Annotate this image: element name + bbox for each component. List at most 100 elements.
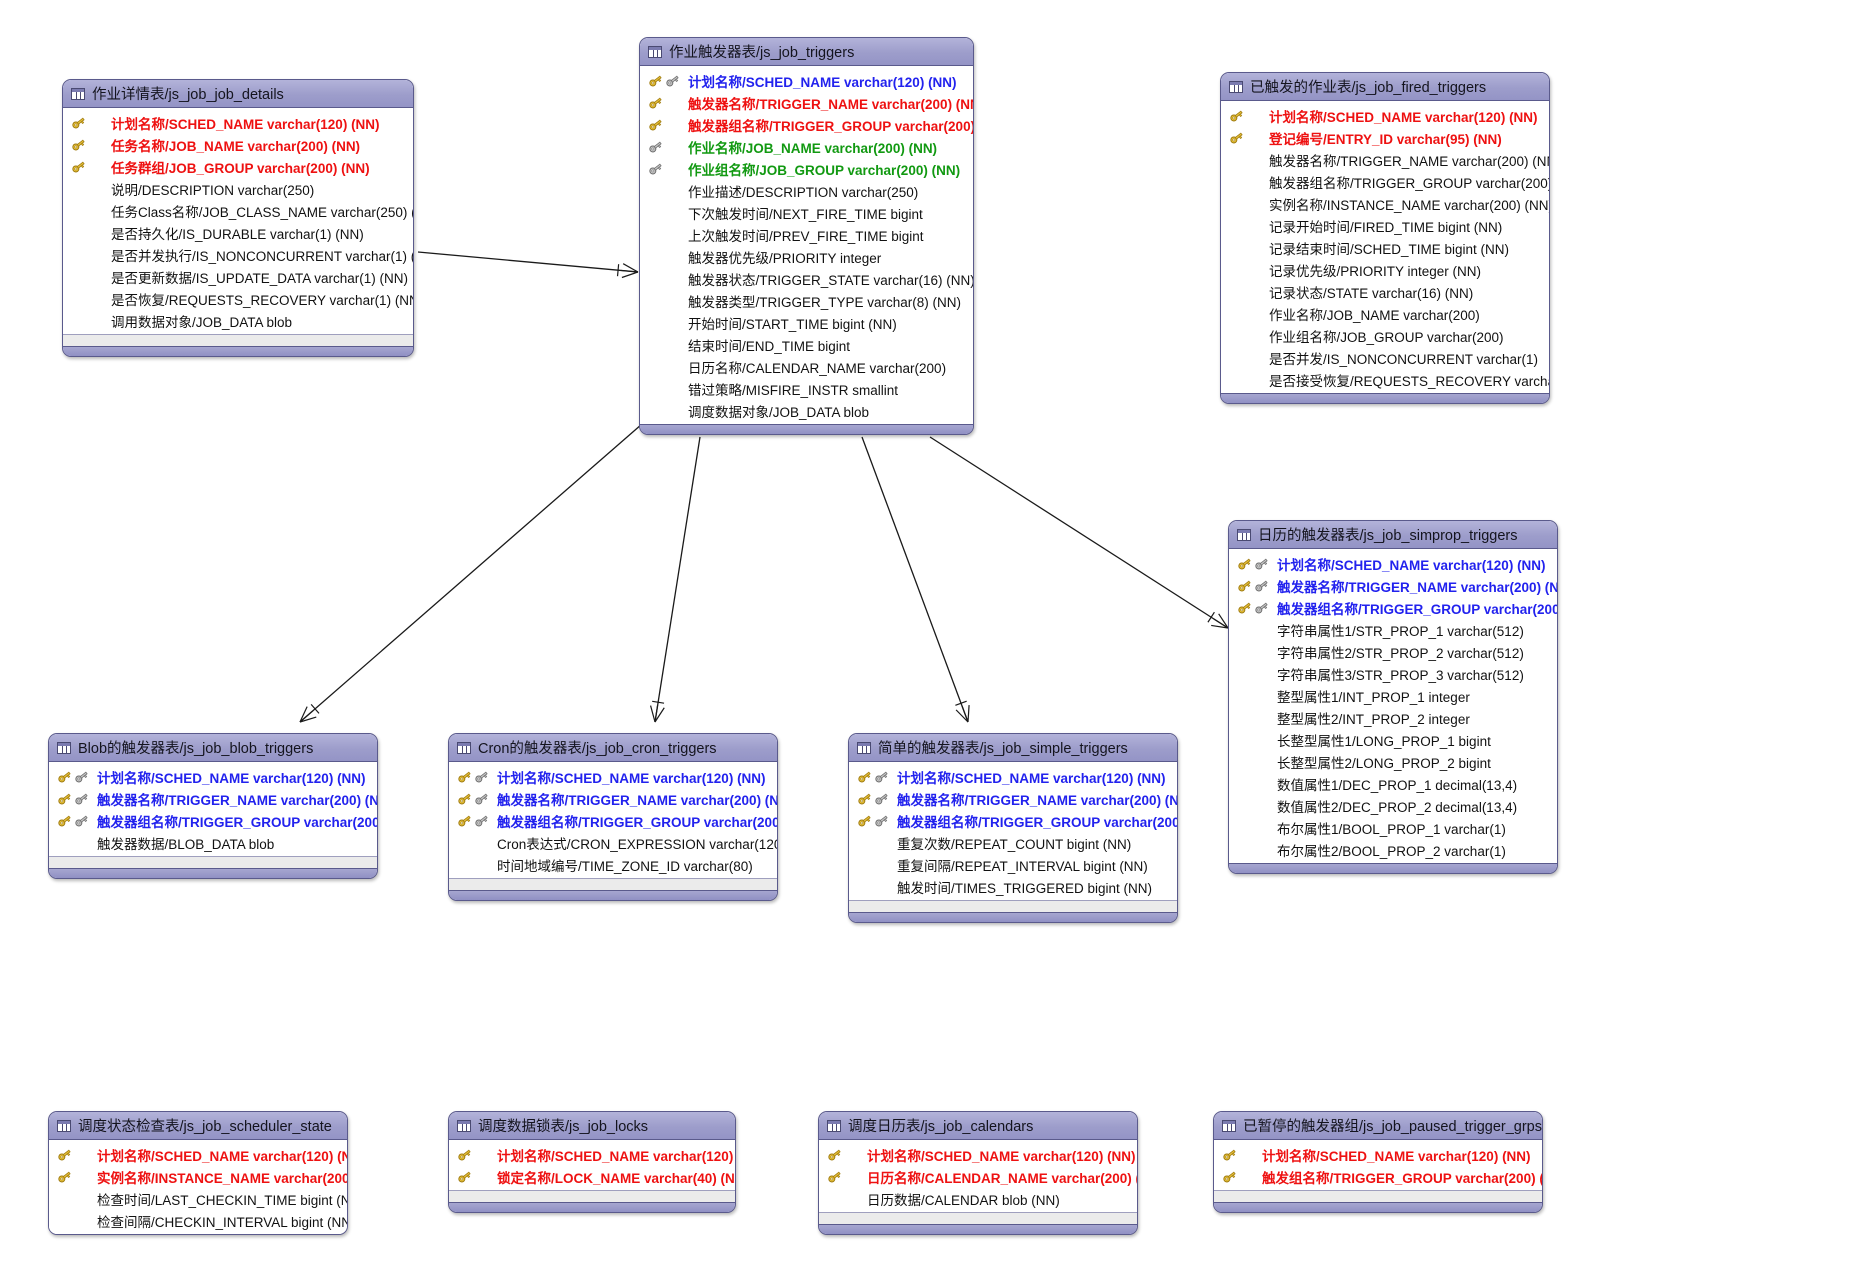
field-row[interactable]: 是否持久化/IS_DURABLE varchar(1) (NN) <box>63 222 413 244</box>
field-row[interactable]: 数值属性2/DEC_PROP_2 decimal(13,4) <box>1229 795 1557 817</box>
field-row[interactable]: 是否恢复/REQUESTS_RECOVERY varchar(1) (NN) <box>63 288 413 310</box>
entity-resize-bar[interactable] <box>1214 1202 1542 1212</box>
field-row[interactable]: 触发器组名称/TRIGGER_GROUP varchar(200) (NN) <box>449 810 777 832</box>
field-row[interactable]: 触发器名称/TRIGGER_NAME varchar(200) (NN) <box>1221 149 1549 171</box>
field-row[interactable]: 是否更新数据/IS_UPDATE_DATA varchar(1) (NN) <box>63 266 413 288</box>
entity-header-calendars[interactable]: 调度日历表/js_job_calendars <box>819 1112 1137 1140</box>
field-row[interactable]: 作业名称/JOB_NAME varchar(200) <box>1221 303 1549 325</box>
field-row[interactable]: 触发器名称/TRIGGER_NAME varchar(200) (NN) <box>49 788 377 810</box>
field-row[interactable]: 作业描述/DESCRIPTION varchar(250) <box>640 180 973 202</box>
field-row[interactable]: 记录开始时间/FIRED_TIME bigint (NN) <box>1221 215 1549 237</box>
entity-simprop_triggers[interactable]: 日历的触发器表/js_job_simprop_triggers 计划名称/SCHE… <box>1228 520 1558 874</box>
entity-resize-bar[interactable] <box>449 890 777 900</box>
entity-scheduler_state[interactable]: 调度状态检查表/js_job_scheduler_state 计划名称/SCHED… <box>48 1111 348 1235</box>
field-row[interactable]: 触发器名称/TRIGGER_NAME varchar(200) (NN) <box>449 788 777 810</box>
entity-header-simprop_triggers[interactable]: 日历的触发器表/js_job_simprop_triggers <box>1229 521 1557 549</box>
field-row[interactable]: 触发组名称/TRIGGER_GROUP varchar(200) (NN) <box>1214 1166 1542 1188</box>
field-row[interactable]: 触发器名称/TRIGGER_NAME varchar(200) (NN) <box>1229 575 1557 597</box>
field-row[interactable]: 触发器状态/TRIGGER_STATE varchar(16) (NN) <box>640 268 973 290</box>
entity-header-triggers[interactable]: 作业触发器表/js_job_triggers <box>640 38 973 66</box>
entity-cron_triggers[interactable]: Cron的触发器表/js_job_cron_triggers 计划名称/SCHED… <box>448 733 778 901</box>
field-row[interactable]: 检查间隔/CHECKIN_INTERVAL bigint (NN) <box>49 1210 347 1232</box>
field-row[interactable]: 长整型属性2/LONG_PROP_2 bigint <box>1229 751 1557 773</box>
entity-job_details[interactable]: 作业详情表/js_job_job_details 计划名称/SCHED_NAME … <box>62 79 414 357</box>
field-row[interactable]: 下次触发时间/NEXT_FIRE_TIME bigint <box>640 202 973 224</box>
entity-resize-bar[interactable] <box>640 424 973 434</box>
entity-paused_trigger_grps[interactable]: 已暂停的触发器组/js_job_paused_trigger_grps 计划名称/… <box>1213 1111 1543 1213</box>
field-row[interactable]: 记录优先级/PRIORITY integer (NN) <box>1221 259 1549 281</box>
field-row[interactable]: 布尔属性2/BOOL_PROP_2 varchar(1) <box>1229 839 1557 861</box>
entity-header-scheduler_state[interactable]: 调度状态检查表/js_job_scheduler_state <box>49 1112 347 1140</box>
field-row[interactable]: 字符串属性1/STR_PROP_1 varchar(512) <box>1229 619 1557 641</box>
field-row[interactable]: 任务Class名称/JOB_CLASS_NAME varchar(250) (N… <box>63 200 413 222</box>
field-row[interactable]: 记录结束时间/SCHED_TIME bigint (NN) <box>1221 237 1549 259</box>
entity-header-cron_triggers[interactable]: Cron的触发器表/js_job_cron_triggers <box>449 734 777 762</box>
field-row[interactable]: 长整型属性1/LONG_PROP_1 bigint <box>1229 729 1557 751</box>
field-row[interactable]: 数值属性1/DEC_PROP_1 decimal(13,4) <box>1229 773 1557 795</box>
field-row[interactable]: 计划名称/SCHED_NAME varchar(120) (NN) <box>1221 105 1549 127</box>
field-row[interactable]: 触发器数据/BLOB_DATA blob <box>49 832 377 854</box>
entity-header-paused_trigger_grps[interactable]: 已暂停的触发器组/js_job_paused_trigger_grps <box>1214 1112 1542 1140</box>
entity-header-fired_triggers[interactable]: 已触发的作业表/js_job_fired_triggers <box>1221 73 1549 101</box>
field-row[interactable]: 计划名称/SCHED_NAME varchar(120) (NN) <box>449 1144 735 1166</box>
field-row[interactable]: 登记编号/ENTRY_ID varchar(95) (NN) <box>1221 127 1549 149</box>
field-row[interactable]: 作业组名称/JOB_GROUP varchar(200) <box>1221 325 1549 347</box>
entity-resize-bar[interactable] <box>1229 863 1557 873</box>
field-row[interactable]: 触发器组名称/TRIGGER_GROUP varchar(200) (NN) <box>1229 597 1557 619</box>
entity-resize-bar[interactable] <box>63 346 413 356</box>
field-row[interactable]: 检查时间/LAST_CHECKIN_TIME bigint (NN) <box>49 1188 347 1210</box>
entity-calendars[interactable]: 调度日历表/js_job_calendars 计划名称/SCHED_NAME va… <box>818 1111 1138 1235</box>
field-row[interactable]: 重复次数/REPEAT_COUNT bigint (NN) <box>849 832 1177 854</box>
entity-simple_triggers[interactable]: 简单的触发器表/js_job_simple_triggers 计划名称/SCHED… <box>848 733 1178 923</box>
entity-resize-bar[interactable] <box>849 912 1177 922</box>
entity-header-blob_triggers[interactable]: Blob的触发器表/js_job_blob_triggers <box>49 734 377 762</box>
field-row[interactable]: 整型属性1/INT_PROP_1 integer <box>1229 685 1557 707</box>
field-row[interactable]: 计划名称/SCHED_NAME varchar(120) (NN) <box>640 70 973 92</box>
field-row[interactable]: 计划名称/SCHED_NAME varchar(120) (NN) <box>1229 553 1557 575</box>
entity-resize-bar[interactable] <box>1221 393 1549 403</box>
field-row[interactable]: Cron表达式/CRON_EXPRESSION varchar(120) (NN… <box>449 832 777 854</box>
field-row[interactable]: 触发器组名称/TRIGGER_GROUP varchar(200) (NN) <box>849 810 1177 832</box>
field-row[interactable]: 是否并发执行/IS_NONCONCURRENT varchar(1) (NN) <box>63 244 413 266</box>
field-row[interactable]: 错过策略/MISFIRE_INSTR smallint <box>640 378 973 400</box>
entity-header-locks[interactable]: 调度数据锁表/js_job_locks <box>449 1112 735 1140</box>
field-row[interactable]: 计划名称/SCHED_NAME varchar(120) (NN) <box>849 766 1177 788</box>
entity-header-job_details[interactable]: 作业详情表/js_job_job_details <box>63 80 413 108</box>
field-row[interactable]: 重复间隔/REPEAT_INTERVAL bigint (NN) <box>849 854 1177 876</box>
field-row[interactable]: 是否并发/IS_NONCONCURRENT varchar(1) <box>1221 347 1549 369</box>
field-row[interactable]: 实例名称/INSTANCE_NAME varchar(200) (NN) <box>1221 193 1549 215</box>
entity-header-simple_triggers[interactable]: 简单的触发器表/js_job_simple_triggers <box>849 734 1177 762</box>
field-row[interactable]: 调度数据对象/JOB_DATA blob <box>640 400 973 422</box>
field-row[interactable]: 触发器组名称/TRIGGER_GROUP varchar(200) (NN) <box>1221 171 1549 193</box>
entity-resize-bar[interactable] <box>819 1224 1137 1234</box>
field-row[interactable]: 触发器组名称/TRIGGER_GROUP varchar(200) (NN) <box>49 810 377 832</box>
field-row[interactable]: 布尔属性1/BOOL_PROP_1 varchar(1) <box>1229 817 1557 839</box>
field-row[interactable]: 记录状态/STATE varchar(16) (NN) <box>1221 281 1549 303</box>
field-row[interactable]: 说明/DESCRIPTION varchar(250) <box>63 178 413 200</box>
field-row[interactable]: 计划名称/SCHED_NAME varchar(120) (NN) <box>49 1144 347 1166</box>
field-row[interactable]: 计划名称/SCHED_NAME varchar(120) (NN) <box>449 766 777 788</box>
field-row[interactable]: 开始时间/START_TIME bigint (NN) <box>640 312 973 334</box>
field-row[interactable]: 结束时间/END_TIME bigint <box>640 334 973 356</box>
field-row[interactable]: 计划名称/SCHED_NAME varchar(120) (NN) <box>819 1144 1137 1166</box>
field-row[interactable]: 计划名称/SCHED_NAME varchar(120) (NN) <box>49 766 377 788</box>
field-row[interactable]: 计划名称/SCHED_NAME varchar(120) (NN) <box>63 112 413 134</box>
field-row[interactable]: 作业名称/JOB_NAME varchar(200) (NN) <box>640 136 973 158</box>
field-row[interactable]: 触发器优先级/PRIORITY integer <box>640 246 973 268</box>
field-row[interactable]: 任务名称/JOB_NAME varchar(200) (NN) <box>63 134 413 156</box>
field-row[interactable]: 触发器组名称/TRIGGER_GROUP varchar(200) (NN) <box>640 114 973 136</box>
field-row[interactable]: 锁定名称/LOCK_NAME varchar(40) (NN) <box>449 1166 735 1188</box>
entity-blob_triggers[interactable]: Blob的触发器表/js_job_blob_triggers 计划名称/SCHED… <box>48 733 378 879</box>
field-row[interactable]: 计划名称/SCHED_NAME varchar(120) (NN) <box>1214 1144 1542 1166</box>
field-row[interactable]: 日历名称/CALENDAR_NAME varchar(200) <box>640 356 973 378</box>
field-row[interactable]: 作业组名称/JOB_GROUP varchar(200) (NN) <box>640 158 973 180</box>
field-row[interactable]: 触发器名称/TRIGGER_NAME varchar(200) (NN) <box>849 788 1177 810</box>
field-row[interactable]: 字符串属性3/STR_PROP_3 varchar(512) <box>1229 663 1557 685</box>
field-row[interactable]: 整型属性2/INT_PROP_2 integer <box>1229 707 1557 729</box>
field-row[interactable]: 日历名称/CALENDAR_NAME varchar(200) (NN) <box>819 1166 1137 1188</box>
field-row[interactable]: 调用数据对象/JOB_DATA blob <box>63 310 413 332</box>
field-row[interactable]: 触发时间/TIMES_TRIGGERED bigint (NN) <box>849 876 1177 898</box>
entity-fired_triggers[interactable]: 已触发的作业表/js_job_fired_triggers 计划名称/SCHED_… <box>1220 72 1550 404</box>
field-row[interactable]: 实例名称/INSTANCE_NAME varchar(200) (NN) <box>49 1166 347 1188</box>
field-row[interactable]: 字符串属性2/STR_PROP_2 varchar(512) <box>1229 641 1557 663</box>
